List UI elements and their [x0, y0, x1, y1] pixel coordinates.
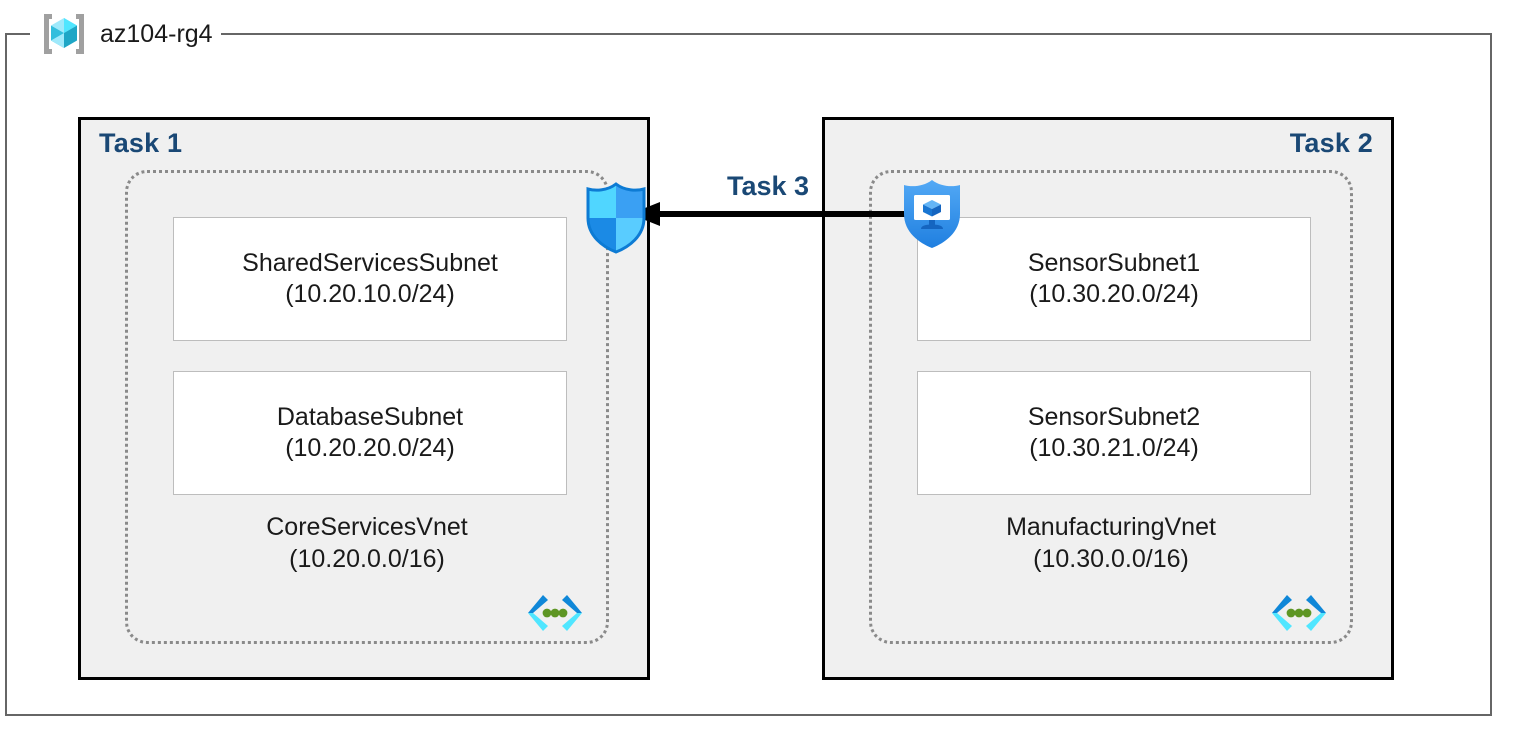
- subnet-name: SharedServicesSubnet: [242, 248, 498, 277]
- resource-group-frame: [5, 33, 1492, 716]
- bastion-shield-monitor-icon: [899, 178, 965, 250]
- vnet-cidr: (10.30.0.0/16): [1033, 544, 1189, 573]
- firewall-shield-icon: [583, 182, 649, 254]
- task-container-2: Task 2 SensorSubnet1 (10.30.20.0/24) Sen…: [822, 117, 1394, 680]
- resource-group-cube-icon: [38, 10, 90, 58]
- subnet-cidr: (10.20.10.0/24): [285, 280, 455, 308]
- subnet-cidr: (10.30.20.0/24): [1029, 280, 1199, 308]
- subnet-box-databasesubnet: DatabaseSubnet (10.20.20.0/24): [173, 371, 567, 495]
- vnet-caption-manufacturingvnet: ManufacturingVnet (10.30.0.0/16): [872, 513, 1350, 574]
- task-label-3: Task 3: [718, 170, 819, 203]
- vnet-boundary-coreservicesvnet: SharedServicesSubnet (10.20.10.0/24) Dat…: [125, 170, 609, 644]
- task-container-1: Task 1 SharedServicesSubnet (10.20.10.0/…: [78, 117, 650, 680]
- subnet-box-sensorsubnet1: SensorSubnet1 (10.30.20.0/24): [917, 217, 1311, 341]
- vnet-name: ManufacturingVnet: [1006, 513, 1216, 541]
- subnet-box-sensorsubnet2: SensorSubnet2 (10.30.21.0/24): [917, 371, 1311, 495]
- task-label-1: Task 1: [99, 128, 183, 158]
- subnet-box-sharedservicessubnet: SharedServicesSubnet (10.20.10.0/24): [173, 217, 567, 341]
- resource-group-title: az104-rg4: [30, 14, 221, 54]
- vnet-caption-coreservicesvnet: CoreServicesVnet (10.20.0.0/16): [128, 513, 606, 574]
- subnet-name: SensorSubnet1: [1027, 248, 1201, 277]
- vnet-name: CoreServicesVnet: [266, 513, 468, 541]
- task-label-2: Task 2: [1289, 128, 1373, 158]
- vnet-boundary-manufacturingvnet: SensorSubnet1 (10.30.20.0/24) SensorSubn…: [869, 170, 1353, 644]
- resource-group-name: az104-rg4: [100, 19, 213, 48]
- subnet-name: DatabaseSubnet: [276, 402, 464, 431]
- subnet-name: SensorSubnet2: [1027, 402, 1201, 431]
- subnet-cidr: (10.30.21.0/24): [1029, 434, 1199, 462]
- vnet-cidr: (10.20.0.0/16): [289, 544, 445, 573]
- subnet-cidr: (10.20.20.0/24): [285, 434, 455, 462]
